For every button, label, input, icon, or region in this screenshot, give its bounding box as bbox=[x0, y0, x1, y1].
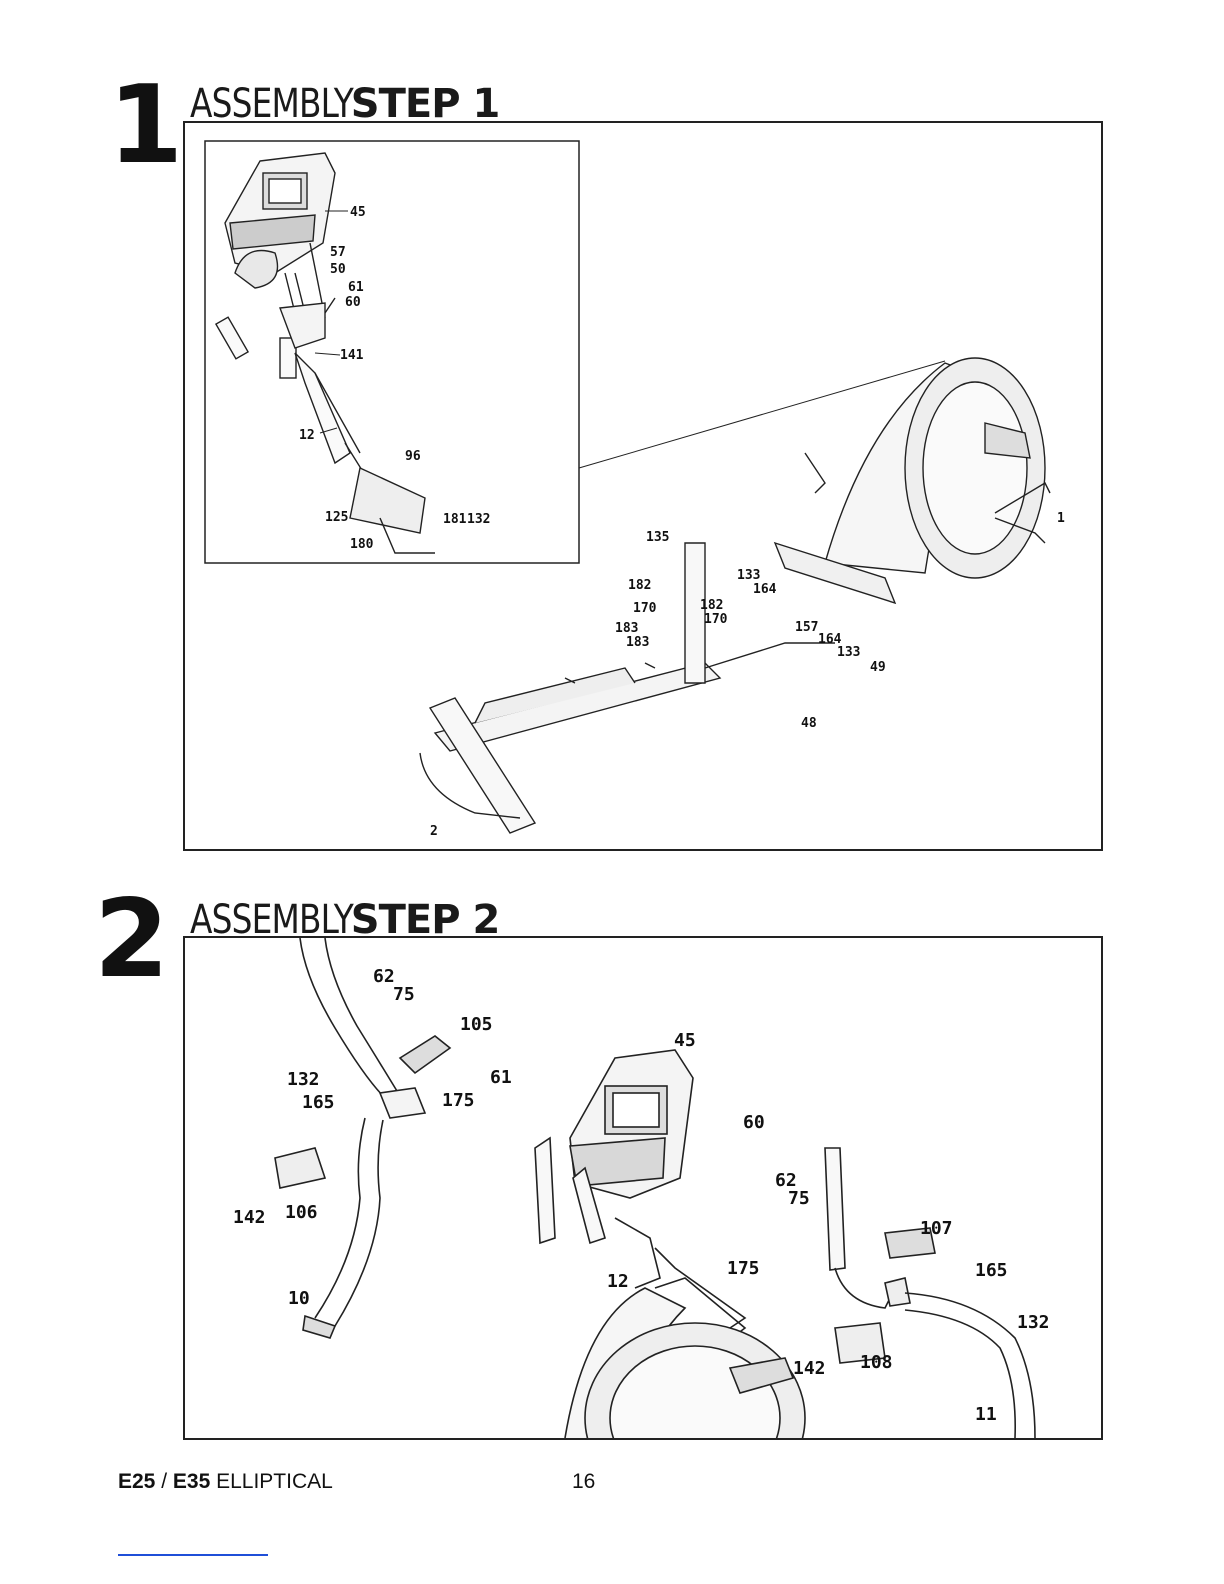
step-1-title-bold: STEP 1 bbox=[351, 84, 500, 124]
left-arm-drawing bbox=[275, 938, 450, 1338]
step-1-title-light: ASSEMBLY bbox=[190, 84, 353, 124]
callout: 182 bbox=[628, 578, 651, 593]
callout: 164 bbox=[753, 582, 777, 597]
callout: 57 bbox=[330, 245, 346, 260]
step-1-title: ASSEMBLYSTEP 1 bbox=[190, 84, 499, 124]
product-name: ELLIPTICAL bbox=[210, 1470, 333, 1493]
callout: 10 bbox=[288, 1288, 310, 1309]
callout: 62 bbox=[373, 966, 395, 987]
step-2-number: 2 bbox=[94, 886, 169, 994]
callout: 141 bbox=[340, 348, 364, 363]
callout: 2 bbox=[430, 824, 438, 839]
callout: 75 bbox=[393, 984, 415, 1005]
callout: 165 bbox=[975, 1260, 1008, 1281]
callout: 157 bbox=[795, 620, 818, 635]
callout: 106 bbox=[285, 1202, 318, 1223]
console-drawing-2 bbox=[535, 1050, 745, 1328]
callout: 142 bbox=[793, 1358, 826, 1379]
step-2-title-bold: STEP 2 bbox=[351, 900, 500, 940]
callout: 105 bbox=[460, 1014, 493, 1035]
step-2-panel: 62 75 105 132 165 175 61 45 60 142 106 1… bbox=[183, 936, 1103, 1440]
callout: 182 bbox=[700, 598, 723, 613]
callout: 125 bbox=[325, 510, 348, 525]
callout: 132 bbox=[287, 1069, 320, 1090]
step-1-number: 1 bbox=[108, 72, 183, 180]
callout: 132 bbox=[1017, 1312, 1050, 1333]
callout: 170 bbox=[633, 601, 657, 616]
callout: 12 bbox=[607, 1271, 629, 1292]
callout: 48 bbox=[801, 716, 817, 731]
callout: 96 bbox=[405, 449, 421, 464]
callout: 49 bbox=[870, 660, 886, 675]
model-b: E35 bbox=[173, 1470, 210, 1493]
callout: 175 bbox=[442, 1090, 475, 1111]
step-1-panel: 45 57 50 61 60 141 12 96 125 181 132 180 bbox=[183, 121, 1103, 851]
link-underline[interactable] bbox=[118, 1554, 268, 1556]
footer-model: E25 / E35 ELLIPTICAL bbox=[118, 1470, 333, 1494]
callout: 170 bbox=[704, 612, 728, 627]
callout: 142 bbox=[233, 1207, 266, 1228]
callout: 183 bbox=[626, 635, 649, 650]
callout: 135 bbox=[646, 530, 669, 545]
flywheel-drawing-2 bbox=[565, 1278, 805, 1438]
model-separator: / bbox=[155, 1470, 173, 1493]
step-2-diagram: 62 75 105 132 165 175 61 45 60 142 106 1… bbox=[185, 938, 1101, 1438]
callout: 165 bbox=[302, 1092, 335, 1113]
callout: 133 bbox=[737, 568, 760, 583]
callout: 75 bbox=[788, 1188, 810, 1209]
callout: 108 bbox=[860, 1352, 893, 1373]
callout: 11 bbox=[975, 1404, 997, 1425]
callout: 181 bbox=[443, 512, 467, 527]
callout: 60 bbox=[743, 1112, 765, 1133]
step-1-diagram: 45 57 50 61 60 141 12 96 125 181 132 180 bbox=[185, 123, 1101, 849]
callout: 175 bbox=[727, 1258, 760, 1279]
callout: 50 bbox=[330, 262, 346, 277]
callout: 61 bbox=[348, 280, 364, 295]
callout: 61 bbox=[490, 1067, 512, 1088]
step-2-title-light: ASSEMBLY bbox=[190, 900, 353, 940]
step-2-title: ASSEMBLYSTEP 2 bbox=[190, 900, 499, 940]
callout: 60 bbox=[345, 295, 361, 310]
callout: 183 bbox=[615, 621, 638, 636]
page-number: 16 bbox=[572, 1470, 595, 1494]
model-a: E25 bbox=[118, 1470, 155, 1493]
callout: 180 bbox=[350, 537, 374, 552]
callout: 107 bbox=[920, 1218, 953, 1239]
callout: 12 bbox=[299, 428, 315, 443]
right-arm-drawing bbox=[825, 1148, 1035, 1438]
callout: 1 bbox=[1057, 511, 1065, 526]
callout: 133 bbox=[837, 645, 860, 660]
callout: 45 bbox=[350, 205, 366, 220]
callout: 45 bbox=[674, 1030, 696, 1051]
flywheel-drawing bbox=[775, 358, 1050, 603]
callout: 132 bbox=[467, 512, 490, 527]
